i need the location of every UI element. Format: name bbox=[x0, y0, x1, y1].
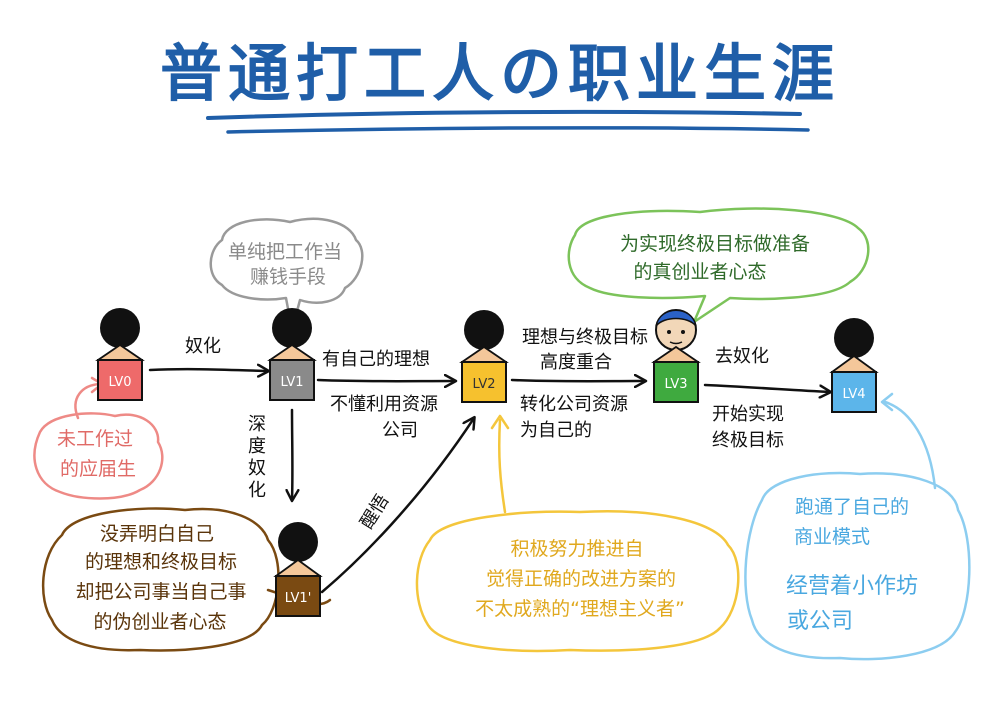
pink-thought-bubble: 未工作过 的应届生 bbox=[33, 376, 164, 500]
brown-thought-bubble: 没弄明白自己 的理想和终极目标 却把公司事当自己事 的伪创业者心态 bbox=[41, 507, 332, 652]
gray-bubble-line-1: 单纯把工作当 bbox=[228, 241, 342, 263]
svg-text:为实现终极目标做准备 的真创业者心态: 为实现终极目标做准备 的真创业者心态 bbox=[620, 233, 816, 283]
arrow-lv0-lv1 bbox=[148, 369, 268, 371]
edge-label-awaken: 醒悟 bbox=[356, 491, 393, 533]
lv3-eye-right bbox=[681, 330, 685, 334]
arrow-lv3-lv4 bbox=[703, 383, 830, 392]
page-title: 普通打工人の职业生涯 bbox=[160, 37, 840, 110]
edge-label-deep-1: 深 bbox=[248, 414, 266, 435]
arrows bbox=[148, 369, 830, 594]
edge-label-start-1: 开始实现 bbox=[712, 404, 784, 425]
edge-label-start-2: 终极目标 bbox=[712, 430, 784, 451]
blue-thought-bubble: 跑通了自己的 商业模式 经营着小作坊 或公司 bbox=[744, 392, 971, 661]
brown-bubble-line-1: 没弄明白自己 bbox=[100, 523, 214, 545]
title-underline-2 bbox=[226, 126, 810, 134]
edge-label-deep-2: 度 bbox=[248, 436, 266, 457]
gray-bubble-line-2: 赚钱手段 bbox=[250, 266, 326, 288]
brown-bubble-line-2: 的理想和终极目标 bbox=[85, 551, 237, 573]
green-bubble-line-1: 为实现终极目标做准备 bbox=[620, 233, 810, 255]
yellow-bubble-line-2: 觉得正确的改进方案的 bbox=[486, 568, 676, 590]
edge-label-nuhua: 奴化 bbox=[185, 336, 221, 357]
figure-lv2: LV2 bbox=[459, 310, 509, 403]
edge-label-deep-4: 化 bbox=[248, 480, 266, 501]
blue-bubble-line-1: 跑通了自己的 bbox=[795, 496, 909, 518]
edge-label-deep-3: 奴 bbox=[248, 458, 266, 479]
arrow-lv1-lv2 bbox=[316, 380, 455, 381]
figure-lv1-prime: LV1' bbox=[273, 522, 323, 617]
arrow-lv1p-lv2 bbox=[320, 418, 474, 594]
svg-text:跑通了自己的 商业模式 经营着小作坊: 跑通了自己的 商业模式 经营着小作坊 或公司 bbox=[786, 496, 924, 634]
edge-label-no-resource-2: 公司 bbox=[382, 420, 418, 441]
badge-lv4: LV4 bbox=[843, 387, 866, 402]
figure-lv4: LV4 bbox=[829, 318, 879, 413]
blue-bubble-line-3: 经营着小作坊 bbox=[786, 574, 918, 599]
edge-label-ideal-match-1: 理想与终极目标 bbox=[522, 327, 648, 348]
pink-bubble-line-2: 的应届生 bbox=[60, 458, 136, 480]
svg-text:未工作过 的应届生: 未工作过 的应届生 bbox=[57, 428, 139, 480]
figure-lv0: LV0 bbox=[95, 308, 145, 401]
edge-label-convert-2: 为自己的 bbox=[520, 420, 592, 441]
blue-bubble-line-2: 商业模式 bbox=[794, 526, 870, 548]
figure-lv3: LV3 bbox=[651, 309, 701, 403]
edge-label-convert-1: 转化公司资源 bbox=[520, 394, 628, 415]
svg-text:积极努力推进自 觉得正确的改进方案的: 积极努力推进自 觉得正确的改进方案的 不太成熟的“理想主义者” bbox=[475, 538, 685, 620]
brown-bubble-line-4: 的伪创业者心态 bbox=[93, 611, 226, 633]
badge-lv1-prime: LV1' bbox=[285, 591, 312, 606]
yellow-thought-bubble: 积极努力推进自 觉得正确的改进方案的 不太成熟的“理想主义者” bbox=[415, 414, 740, 653]
blue-bubble-line-4: 或公司 bbox=[787, 609, 853, 634]
svg-text:没弄明白自己 的理想和终极目标 却把: 没弄明白自己 的理想和终极目标 却把公司事当自己事 的伪创业者心态 bbox=[75, 523, 252, 633]
green-thought-bubble: 为实现终极目标做准备 的真创业者心态 bbox=[567, 207, 870, 324]
edge-label-ideal-match-2: 高度重合 bbox=[540, 352, 612, 373]
pink-bubble-line-1: 未工作过 bbox=[57, 428, 133, 450]
edge-label-de-nuhua: 去奴化 bbox=[715, 346, 769, 367]
green-bubble-line-2: 的真创业者心态 bbox=[633, 261, 766, 283]
edge-label-no-resource-1: 不懂利用资源 bbox=[330, 394, 438, 415]
figure-lv1: LV1 bbox=[267, 308, 317, 401]
yellow-bubble-line-3: 不太成熟的“理想主义者” bbox=[475, 598, 685, 620]
badge-lv0: LV0 bbox=[109, 375, 132, 390]
arrow-lv2-lv3 bbox=[510, 380, 645, 381]
badge-lv2: LV2 bbox=[473, 377, 496, 392]
edge-label-have-ideal: 有自己的理想 bbox=[322, 349, 430, 370]
gray-thought-bubble: 单纯把工作当 赚钱手段 bbox=[209, 217, 364, 332]
badge-lv3: LV3 bbox=[665, 377, 688, 392]
brown-bubble-line-3: 却把公司事当自己事 bbox=[75, 581, 246, 603]
yellow-bubble-line-1: 积极努力推进自 bbox=[510, 538, 643, 560]
badge-lv1: LV1 bbox=[281, 375, 304, 390]
lv3-eye-left bbox=[667, 330, 671, 334]
title-underline bbox=[206, 109, 802, 120]
svg-text:单纯把工作当 赚钱手段: 单纯把工作当 赚钱手段 bbox=[228, 241, 348, 288]
